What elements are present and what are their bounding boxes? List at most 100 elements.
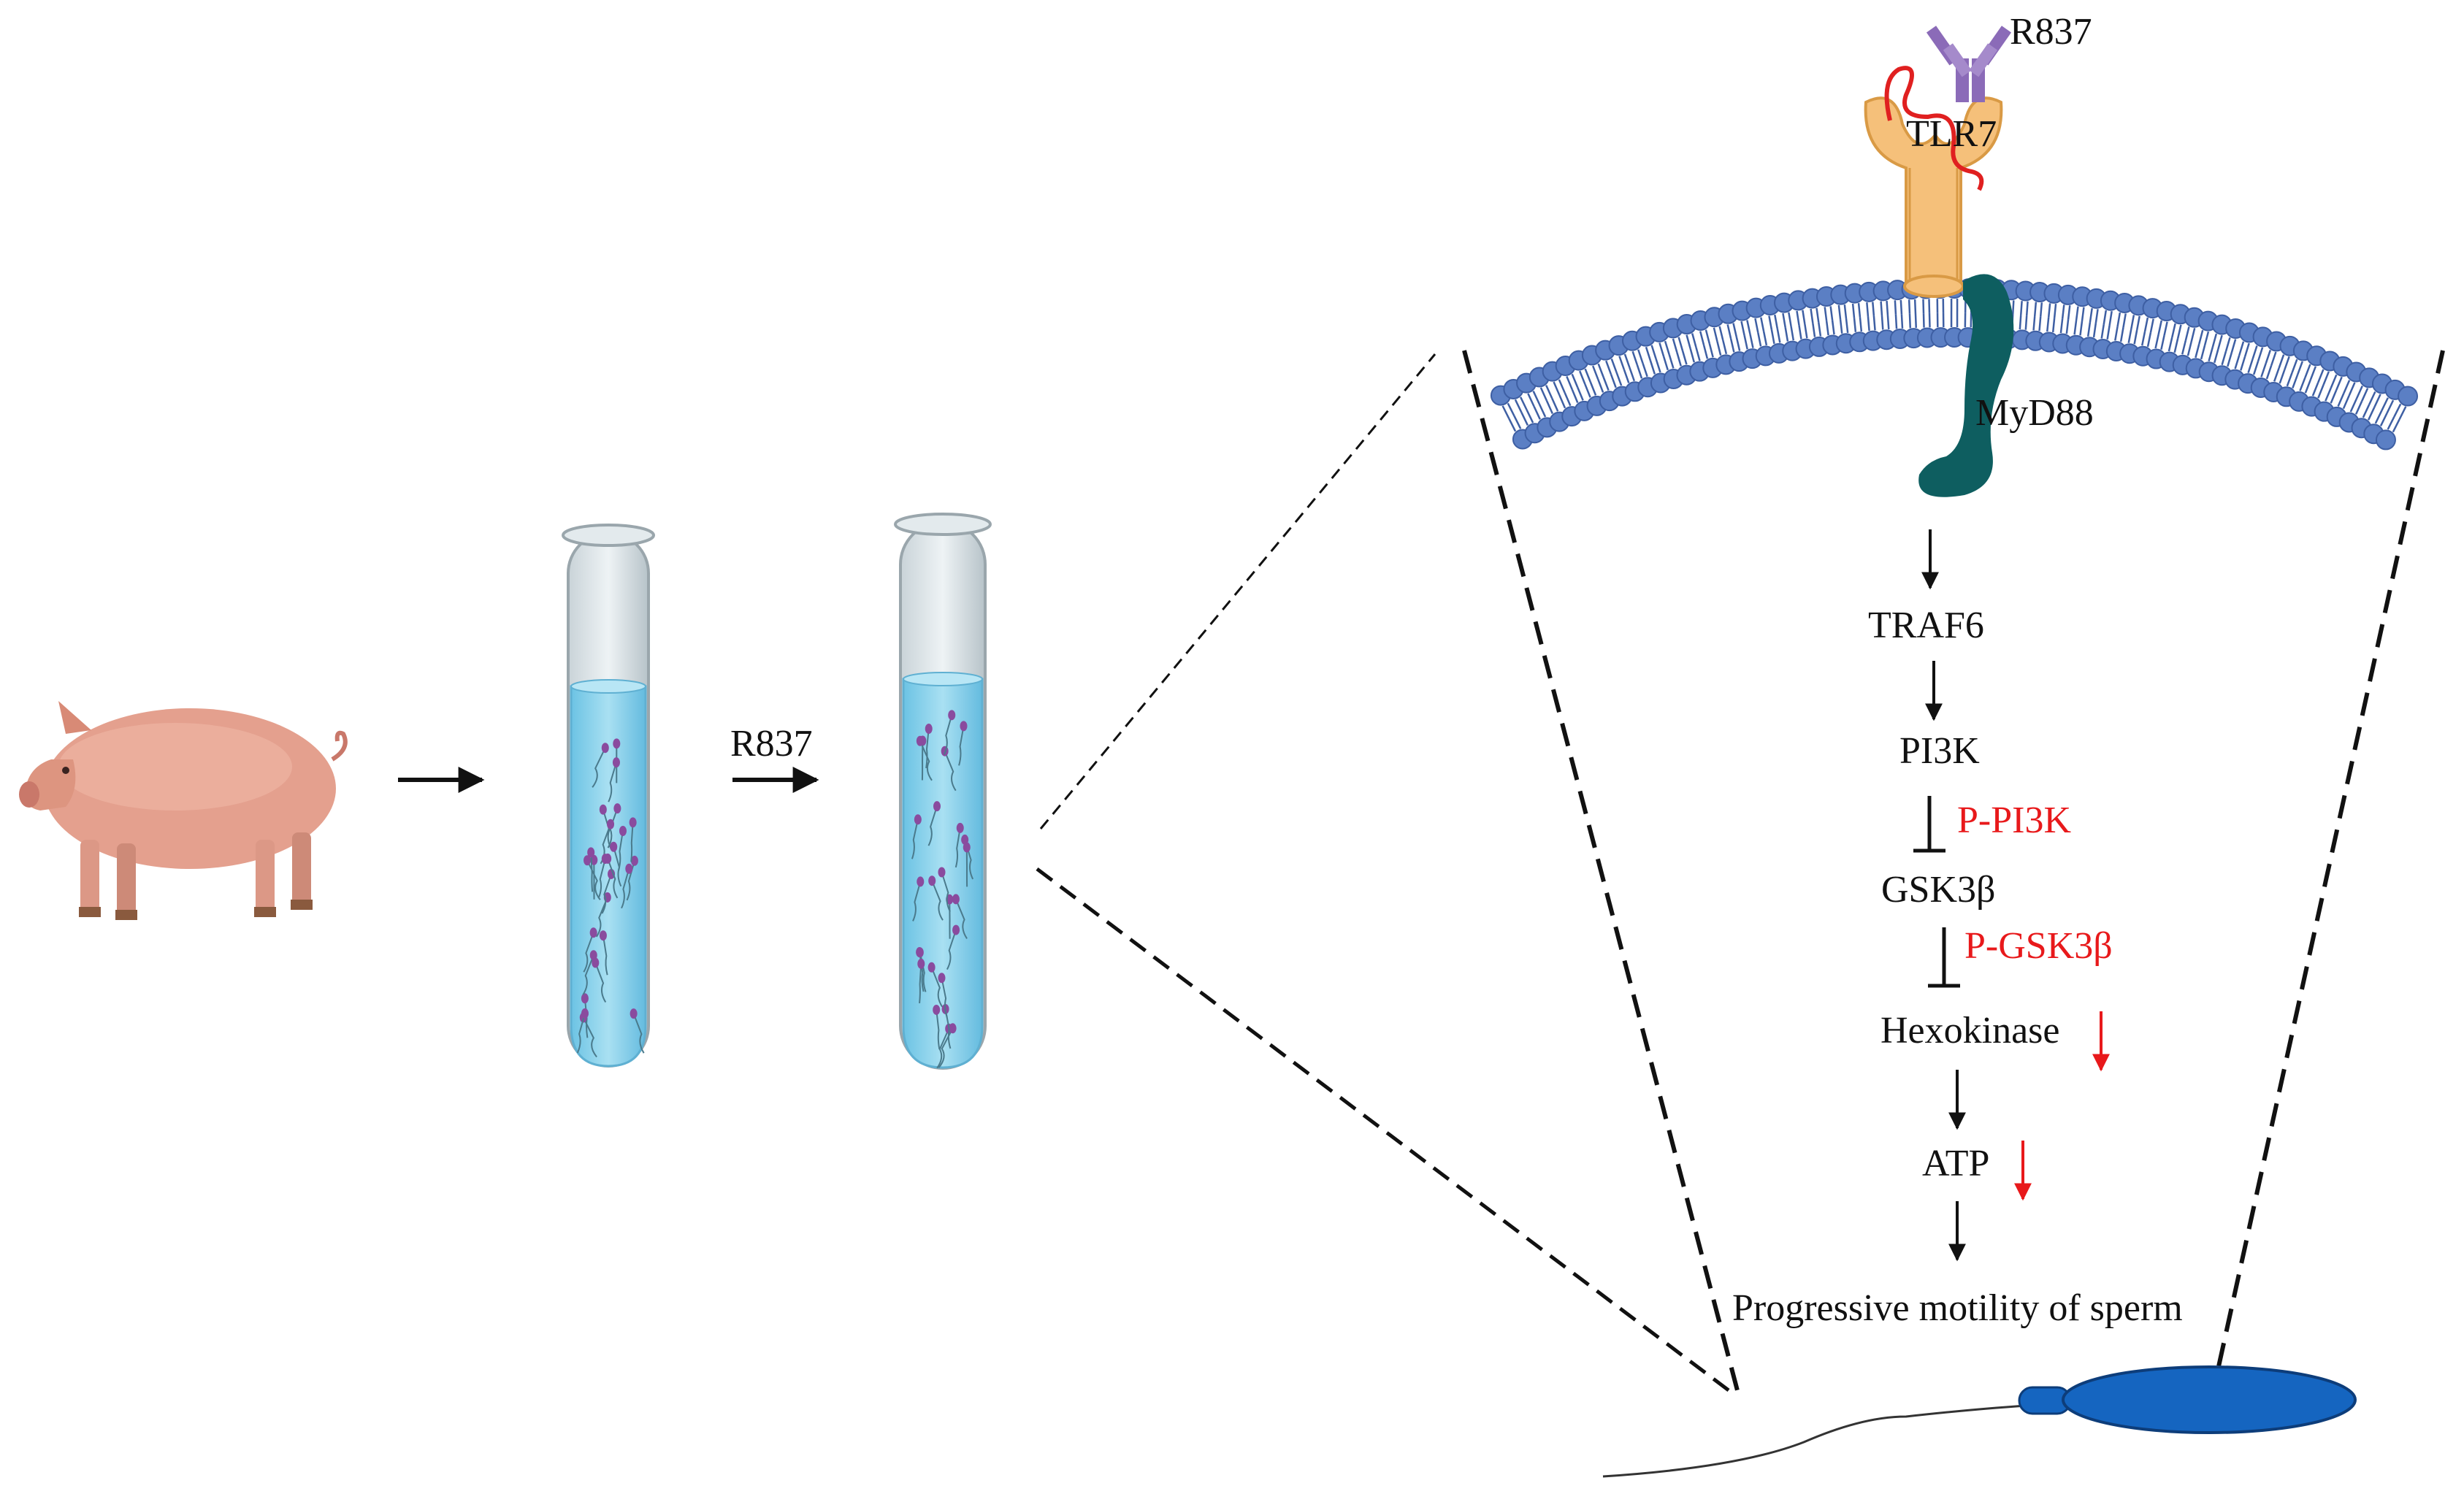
r837-ligand-icon	[1926, 26, 2012, 102]
sperm-head	[952, 894, 960, 905]
lipid-tail	[2224, 337, 2231, 352]
lipid-tail	[1810, 308, 1814, 323]
lipid-tail	[2186, 342, 2192, 356]
sperm-tail	[936, 1009, 941, 1050]
sperm-head	[916, 735, 924, 746]
sperm-tail	[941, 978, 948, 1018]
lipid-tail	[2038, 316, 2042, 332]
sperm-head	[914, 814, 922, 825]
lipid-tail	[1579, 370, 1586, 385]
lipid-tail	[1851, 303, 1856, 318]
lipid-tail	[1584, 383, 1591, 398]
lipid-tail	[2227, 352, 2232, 367]
lipid-tail	[2360, 388, 2369, 402]
lipid-tail	[2135, 315, 2140, 331]
sperm-tail	[594, 962, 607, 1003]
lipid-tail	[1713, 327, 1718, 342]
cone-line-right	[2214, 350, 2445, 1377]
lipid-tail	[2354, 401, 2363, 415]
sperm-tail	[608, 762, 617, 802]
lipid-tail	[2171, 323, 2176, 338]
lipid-tail	[1636, 364, 1643, 379]
lipid-tail	[1857, 303, 1862, 318]
node-pi3k: PI3K	[1899, 730, 1980, 772]
lipid-tail	[1642, 362, 1648, 378]
lipid-tail	[2108, 311, 2113, 326]
sperm-head	[601, 743, 609, 754]
lipid-tail	[1866, 302, 1870, 317]
sperm-head	[587, 847, 595, 858]
lipid-tail	[2157, 320, 2163, 335]
sperm-head	[589, 927, 597, 938]
lipid-tail	[1571, 373, 1579, 388]
lipid-tail	[1853, 318, 1857, 332]
sperm-tail	[583, 932, 594, 973]
lipid-tail	[2184, 326, 2190, 341]
lipid-tail	[1623, 353, 1631, 368]
lipid-tail	[2243, 342, 2250, 358]
sperm-head	[956, 822, 964, 833]
lipid-tail	[2140, 331, 2146, 346]
sperm-tail	[936, 1028, 950, 1069]
lipid-tail	[1662, 356, 1669, 371]
inhibition-pi3k-gsk3b	[1913, 796, 1945, 853]
lipid-tail	[2086, 322, 2092, 337]
sperm-head	[612, 757, 620, 768]
lipid-tail	[1677, 337, 1684, 351]
sperm-tail	[607, 858, 619, 899]
lipid-tail	[1796, 310, 1800, 326]
sperm-tail	[618, 830, 624, 871]
lipid-tail	[1545, 385, 1553, 399]
sperm-tail	[592, 747, 606, 788]
sperm-head	[960, 721, 968, 732]
lipid-tail	[2067, 305, 2071, 320]
lipid-tail	[2146, 332, 2152, 348]
sperm-tail	[621, 868, 630, 909]
sperm-head	[592, 957, 600, 968]
myd88-icon	[1918, 274, 2014, 497]
lipid-tail	[1812, 323, 1816, 337]
lipid-tail	[2053, 304, 2057, 318]
sperm-head	[948, 710, 956, 721]
sperm-tail	[582, 1017, 597, 1058]
lipid-tail	[2279, 369, 2286, 384]
sperm-head	[952, 924, 960, 935]
sperm-tail	[597, 858, 606, 899]
sperm-icon	[1602, 1365, 2357, 1478]
lipid-tail	[2322, 371, 2330, 386]
lipid-tail	[1708, 343, 1714, 358]
lipid-tail	[2247, 359, 2254, 373]
lipid-tail	[1798, 324, 1802, 340]
lipid-tail	[2133, 329, 2138, 345]
lipid-tail	[1520, 412, 1529, 426]
lipid-tail	[2335, 376, 2343, 391]
sperm-tail	[919, 952, 927, 992]
sperm-head	[599, 804, 607, 815]
lipid-tail	[2211, 333, 2218, 348]
sperm-head	[610, 841, 618, 852]
treatment-label: R837	[730, 723, 813, 765]
lipid-tail	[1637, 349, 1644, 364]
lipid-tail	[2304, 364, 2311, 378]
lipid-tail	[2208, 347, 2214, 362]
lipid-tail	[2059, 318, 2064, 334]
sperm-tail	[632, 1013, 645, 1054]
lipid-tail	[2273, 367, 2280, 382]
lipid-tail	[1922, 299, 1925, 314]
lipid-tail	[2373, 394, 2381, 408]
lipid-tail	[1597, 363, 1604, 378]
lipid-tail	[2079, 321, 2084, 336]
lipid-tail	[2033, 302, 2038, 317]
lipid-tail	[2296, 361, 2303, 375]
lipid-tail	[2265, 365, 2273, 380]
lipid-tail	[1802, 310, 1806, 325]
lipid-tail	[1760, 317, 1765, 332]
lipid-tail	[2330, 389, 2338, 404]
lipid-tail	[2278, 354, 2285, 369]
lipid-tail	[1514, 399, 1523, 413]
lipid-tail	[2039, 302, 2043, 317]
lipid-tail	[1735, 337, 1741, 351]
lipid-tail	[1829, 306, 1834, 321]
lipid-tail	[2046, 317, 2050, 332]
lipid-tail	[1691, 333, 1697, 348]
